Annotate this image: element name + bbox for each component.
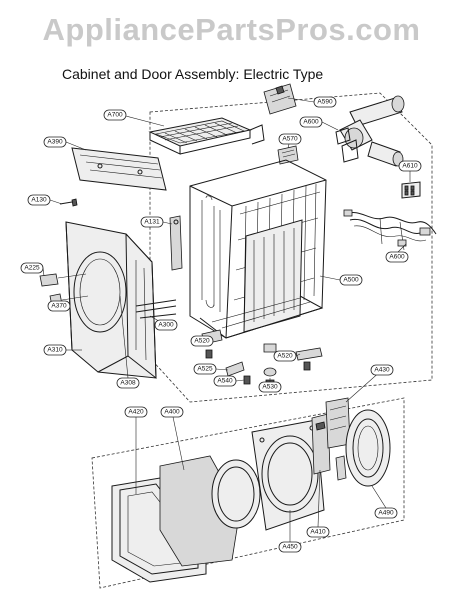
callout-A130: A130 xyxy=(27,194,51,206)
callout-A590: A590 xyxy=(313,96,337,108)
back-panel-part xyxy=(71,147,167,191)
callout-A600-harness: A600 xyxy=(385,251,409,263)
svg-text:A300: A300 xyxy=(158,322,174,329)
callout-A540: A540 xyxy=(213,375,237,387)
callout-A400: A400 xyxy=(160,406,184,418)
svg-text:A500: A500 xyxy=(343,277,359,284)
side-bracket-part xyxy=(169,215,183,271)
svg-text:A525: A525 xyxy=(197,366,213,373)
callout-A610: A610 xyxy=(398,160,422,172)
svg-text:A520: A520 xyxy=(277,353,293,360)
callout-A370: A370 xyxy=(47,300,71,312)
callout-A520-right: A520 xyxy=(273,350,297,362)
svg-text:A130: A130 xyxy=(31,197,47,204)
svg-text:A700: A700 xyxy=(107,112,123,119)
vent-part xyxy=(277,145,299,165)
cabinet-part xyxy=(189,159,327,339)
callout-A308: A308 xyxy=(116,377,140,389)
svg-text:A490: A490 xyxy=(378,510,394,517)
svg-text:A400: A400 xyxy=(164,409,180,416)
front-panel-part xyxy=(65,221,157,380)
svg-text:A131: A131 xyxy=(144,219,160,226)
svg-text:A410: A410 xyxy=(310,529,326,536)
callout-A600-top: A600 xyxy=(299,116,323,128)
callout-A410: A410 xyxy=(306,526,330,538)
watermark: AppliancePartsPros.com xyxy=(42,12,421,47)
callout-A500: A500 xyxy=(339,274,363,286)
wire-harness-part xyxy=(343,209,437,251)
svg-text:A308: A308 xyxy=(120,380,136,387)
callout-A530: A530 xyxy=(258,381,282,393)
svg-text:A520: A520 xyxy=(194,338,210,345)
svg-text:A420: A420 xyxy=(128,409,144,416)
callout-A430: A430 xyxy=(370,364,394,376)
top-grate-part xyxy=(148,117,265,155)
callout-A525: A525 xyxy=(193,363,217,375)
door-assembly-frame xyxy=(91,397,405,589)
svg-text:A370: A370 xyxy=(51,303,67,310)
bracket-part xyxy=(263,83,297,115)
callout-A450: A450 xyxy=(278,541,302,553)
svg-text:A600: A600 xyxy=(389,254,405,261)
terminal-block-part xyxy=(401,181,421,199)
svg-text:A610: A610 xyxy=(402,163,418,170)
screw-part xyxy=(59,198,78,207)
callout-A310: A310 xyxy=(43,344,67,356)
svg-text:A570: A570 xyxy=(282,136,298,143)
svg-text:A225: A225 xyxy=(24,265,40,272)
callout-A131: A131 xyxy=(140,216,164,228)
svg-text:A450: A450 xyxy=(282,544,298,551)
callout-A225: A225 xyxy=(20,262,44,274)
exhaust-duct-part xyxy=(335,95,405,167)
svg-text:A430: A430 xyxy=(374,367,390,374)
svg-text:A540: A540 xyxy=(217,378,233,385)
callout-A490: A490 xyxy=(374,507,398,519)
diagram-title: Cabinet and Door Assembly: Electric Type xyxy=(62,66,324,82)
callout-A570: A570 xyxy=(278,133,302,145)
svg-text:A390: A390 xyxy=(47,139,63,146)
svg-text:A530: A530 xyxy=(262,384,278,391)
callout-A520-left: A520 xyxy=(190,335,214,347)
svg-text:A310: A310 xyxy=(47,347,63,354)
hinge-rods-part xyxy=(135,299,177,319)
leader-lines xyxy=(42,97,411,542)
callout-A700: A700 xyxy=(103,109,127,121)
door-assembly-part xyxy=(111,397,391,583)
callout-A420: A420 xyxy=(124,406,148,418)
callout-A390: A390 xyxy=(43,136,67,148)
svg-text:A600: A600 xyxy=(303,119,319,126)
callout-A300: A300 xyxy=(154,319,178,331)
svg-text:A590: A590 xyxy=(317,99,333,106)
